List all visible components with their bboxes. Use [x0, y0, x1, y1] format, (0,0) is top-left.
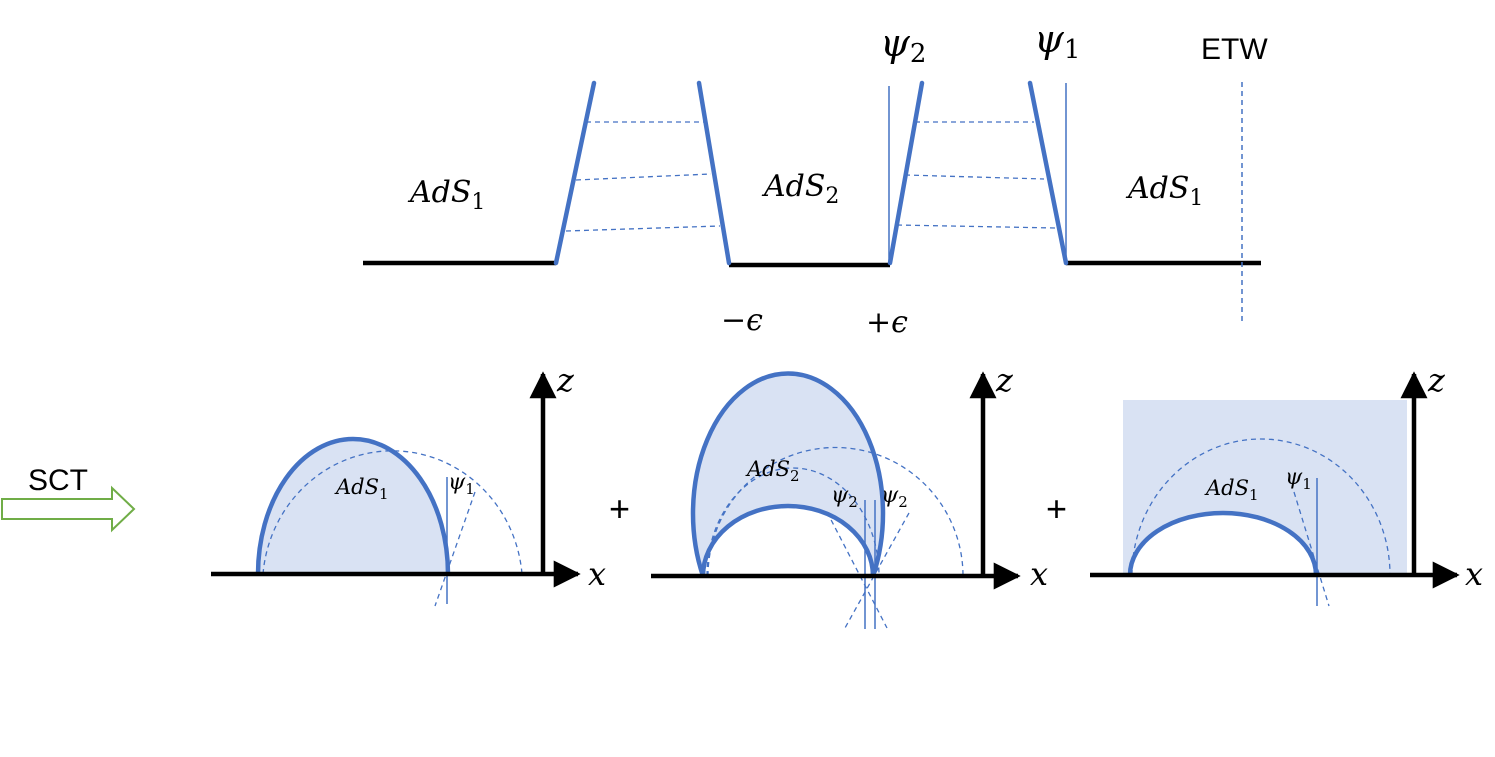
panel-3-x-label: x: [1465, 555, 1483, 593]
region-label-middle: AdS2: [761, 169, 839, 209]
panel-2-ads-region: [693, 373, 883, 576]
panel-3-dashed-arc: [1131, 438, 1391, 576]
sct-arrow-icon: [1, 485, 136, 533]
panel-1-ads-region: [258, 439, 448, 574]
brane-label-psi1: ψ1: [1034, 17, 1080, 65]
etw-label: ETW: [1201, 33, 1268, 66]
panel-2-angle-label-right: ψ2: [881, 483, 908, 511]
brane-wall-2: [696, 80, 732, 266]
panel-2-dashed-arc-outer: [707, 446, 964, 577]
panel-3-ads-region: [1123, 400, 1407, 575]
panel-2-tangent-line-right: [844, 512, 910, 629]
brane-label-psi2: ψ2: [880, 21, 926, 69]
panel-3-tangent-line: [1293, 491, 1330, 607]
panel-1-region-label: AdS1: [334, 475, 389, 503]
panel-1-tangent-line: [434, 491, 476, 607]
plus-epsilon-label: +ϵ: [866, 305, 908, 340]
dashed-connectors: [565, 121, 1057, 232]
top-diagram: AdS1 AdS2 AdS1 ψ2 ψ1 ETW −ϵ +ϵ: [363, 17, 1268, 340]
sct-label: SCT: [28, 464, 88, 497]
panel-2: x z AdS2 ψ2 ψ2: [651, 361, 1048, 629]
region-label-right: AdS1: [1125, 171, 1203, 211]
minus-epsilon-label: −ϵ: [721, 303, 763, 338]
panel-3-region-label: AdS1: [1204, 476, 1259, 504]
plus-sign-2: +: [1046, 488, 1067, 529]
panel-2-z-label: z: [995, 361, 1014, 399]
panel-2-tangent-line-left: [826, 511, 888, 629]
panel-1: x z AdS1 ψ1: [211, 361, 606, 607]
panel-1-brane-arc: [255, 436, 451, 575]
panel-3-z-label: z: [1427, 361, 1446, 399]
panel-3: x z AdS1 ψ1: [1090, 361, 1483, 607]
brane-wall-4: [1027, 80, 1069, 266]
panel-1-x-label: x: [588, 555, 606, 593]
panel-1-z-label: z: [556, 361, 575, 399]
sct-transform: SCT: [1, 464, 136, 533]
brane-wall-3: [887, 80, 925, 266]
panel-2-x-label: x: [1030, 555, 1048, 593]
panel-2-region-label: AdS2: [745, 457, 800, 485]
panel-3-brane-arc: [1127, 510, 1319, 576]
region-label-left: AdS1: [407, 175, 485, 215]
brane-wall-1: [553, 80, 597, 266]
panel-2-dashed-arc-inner: [706, 467, 880, 577]
panel-2-brane-arc-inner: [700, 503, 876, 577]
panel-1-angle-label: ψ1: [448, 470, 475, 498]
panel-3-angle-label: ψ1: [1285, 465, 1312, 493]
panel-2-angle-label-left: ψ2: [831, 483, 858, 511]
brane-walls: [553, 80, 1069, 266]
panel-2-brane-arc-outer: [690, 371, 886, 577]
plus-sign-1: +: [609, 488, 630, 529]
